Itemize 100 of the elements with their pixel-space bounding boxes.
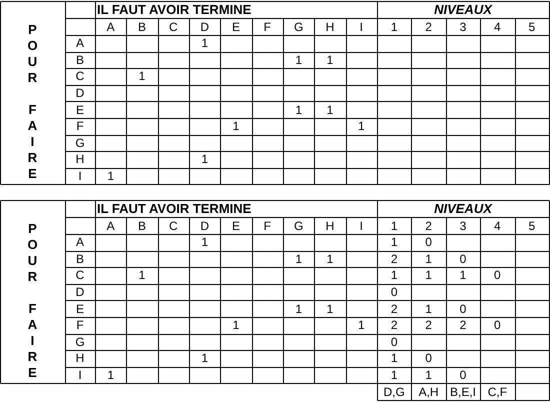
column-header: I xyxy=(360,20,363,34)
cell-value: 0 xyxy=(460,252,466,266)
table-heading: IL FAUT AVOIR TERMINE xyxy=(97,2,252,16)
column-header: 5 xyxy=(528,218,536,232)
cell-value: 1 xyxy=(326,102,334,117)
table-heading: NIVEAUX xyxy=(434,2,492,16)
column-header: E xyxy=(232,20,240,34)
cell-value: 1 xyxy=(358,119,365,134)
row-header: B xyxy=(76,52,84,67)
row-header: E xyxy=(76,102,84,117)
cell-value: 1 xyxy=(425,268,432,282)
cell-value: 2 xyxy=(425,318,432,332)
row-header: H xyxy=(76,152,84,166)
cell-value: 1 xyxy=(326,52,334,67)
cell-value: A,H xyxy=(418,384,439,399)
cell-value: 1 xyxy=(201,152,208,166)
row-header: D xyxy=(76,285,84,300)
cell-value: 1 xyxy=(201,351,208,366)
cell-value: 1 xyxy=(326,302,334,316)
row-header: G xyxy=(75,136,85,150)
column-header: 3 xyxy=(460,218,466,232)
cell-value: 1 xyxy=(138,69,146,84)
cell-value: 2 xyxy=(460,318,466,332)
cell-value: 0 xyxy=(494,268,501,282)
row-header: F xyxy=(76,318,84,332)
cell-value: 1 xyxy=(201,36,208,50)
row-header: I xyxy=(78,368,82,382)
cell-value: 1 xyxy=(390,368,398,382)
cell-value: 1 xyxy=(232,119,240,134)
row-header: F xyxy=(76,119,84,134)
cell-value: 1 xyxy=(326,252,334,266)
cell-value: 1 xyxy=(295,52,302,67)
column-header: B xyxy=(138,218,146,232)
cell-value: 1 xyxy=(232,318,240,332)
column-header: 1 xyxy=(390,218,398,232)
cell-value: 1 xyxy=(390,235,398,250)
column-header: F xyxy=(264,218,271,232)
row-header: B xyxy=(76,252,84,266)
column-header: E xyxy=(232,218,240,232)
column-header: H xyxy=(326,20,334,34)
cell-value: 2 xyxy=(390,302,398,316)
cell-value: 0 xyxy=(460,368,466,382)
cell-value: 0 xyxy=(425,351,432,366)
row-header: E xyxy=(76,302,84,316)
row-header: I xyxy=(78,169,82,184)
column-header: B xyxy=(138,20,146,34)
cell-value: 1 xyxy=(425,252,432,266)
cell-value: 2 xyxy=(390,318,398,332)
cell-value: 1 xyxy=(295,302,302,316)
vertical-label: POUR xyxy=(27,22,38,86)
column-header: D xyxy=(200,20,209,34)
cell-value: 1 xyxy=(107,169,114,184)
column-header: A xyxy=(106,218,115,232)
cell-value: 1 xyxy=(295,252,302,266)
row-header: A xyxy=(76,36,84,50)
row-header: G xyxy=(75,334,85,349)
cell-value: 1 xyxy=(358,318,365,332)
cell-value: 0 xyxy=(460,302,466,316)
cell-value: 1 xyxy=(460,268,466,282)
row-header: A xyxy=(76,235,84,250)
cell-value: 1 xyxy=(390,351,398,366)
cell-value: D,G xyxy=(384,384,405,399)
table-heading: NIVEAUX xyxy=(434,202,492,216)
cell-value: 0 xyxy=(494,318,501,332)
cell-value: 1 xyxy=(138,268,146,282)
cell-value: 2 xyxy=(390,252,398,266)
row-header: C xyxy=(76,268,84,282)
column-header: A xyxy=(106,20,115,34)
column-header: D xyxy=(200,218,209,232)
row-header: C xyxy=(76,69,84,84)
cell-value: 0 xyxy=(425,235,432,250)
row-header: H xyxy=(76,351,84,366)
row-header: D xyxy=(76,86,84,100)
column-header: F xyxy=(264,20,271,34)
cell-value: B,E,I xyxy=(450,384,476,399)
column-header: 4 xyxy=(494,218,501,232)
column-header: G xyxy=(294,218,304,232)
column-header: 1 xyxy=(390,20,398,34)
column-header: 3 xyxy=(460,20,466,34)
cell-value: 1 xyxy=(201,235,208,250)
column-header: 5 xyxy=(528,20,536,34)
cell-value: 1 xyxy=(425,302,432,316)
column-header: 4 xyxy=(494,20,501,34)
column-header: 2 xyxy=(425,218,432,232)
column-header: C xyxy=(168,218,178,232)
column-header: 2 xyxy=(425,20,432,34)
cell-value: 1 xyxy=(295,102,302,117)
cell-value: 1 xyxy=(390,268,398,282)
table-heading: IL FAUT AVOIR TERMINE xyxy=(97,202,252,216)
vertical-label: POUR xyxy=(27,221,38,285)
cell-value: C,F xyxy=(488,384,508,399)
vertical-label: FAIRE xyxy=(28,301,38,382)
vertical-label: FAIRE xyxy=(28,102,38,182)
cell-value: 0 xyxy=(390,285,398,300)
cell-value: 0 xyxy=(390,334,398,349)
column-header: I xyxy=(360,218,363,232)
column-header: H xyxy=(326,218,334,232)
column-header: G xyxy=(294,20,304,34)
cell-value: 1 xyxy=(107,368,114,382)
column-header: C xyxy=(168,20,178,34)
